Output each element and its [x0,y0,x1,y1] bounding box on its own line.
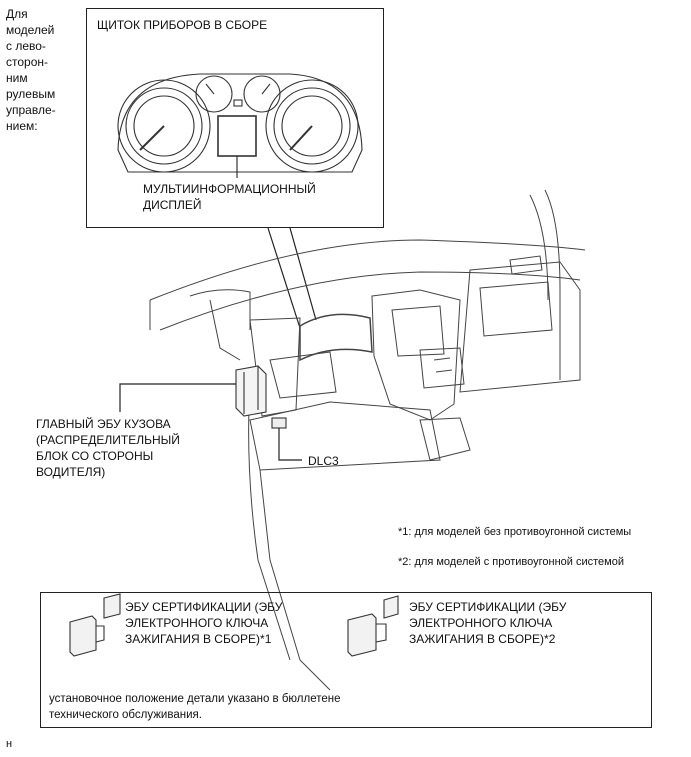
instrument-cluster-drawing [117,73,363,178]
multi-display-label: МУЛЬТИИНФОРМАЦИОННЫЙ ДИСПЛЕЙ [143,182,316,212]
service-bulletin-note: установочное положение детали указано в … [49,693,341,721]
temp-gauge [243,75,281,113]
certification-ecu-box: ЭБУ СЕРТИФИКАЦИИ (ЭБУ ЭЛЕКТРОННОГО КЛЮЧА… [40,592,652,728]
instrument-cluster-box: ЩИТОК ПРИБОРОВ В СБОРЕ МУЛЬТИИНФОРМАЦИОН… [86,8,384,228]
cluster-leader-lines [267,227,317,329]
cert-ecu-1-label: ЭБУ СЕРТИФИКАЦИИ (ЭБУ ЭЛЕКТРОННОГО КЛЮЧА… [125,600,283,646]
main-body-ecu-drawing [235,365,267,417]
corner-mark: н [6,738,13,750]
cert-ecu-2-label: ЭБУ СЕРТИФИКАЦИИ (ЭБУ ЭЛЕКТРОННОГО КЛЮЧА… [409,600,567,646]
footnote-1: *1: для моделей без противоугонной систе… [398,526,632,538]
dlc3-connector-drawing [271,417,287,429]
cert-ecu-2-drawing [347,595,399,657]
fuel-gauge [195,75,233,113]
dlc3-leader [278,428,302,461]
dlc3-label: DLC3 [308,454,339,468]
tachometer-gauge [265,79,359,173]
speedometer-gauge [117,79,211,173]
main-body-ecu-label: ГЛАВНЫЙ ЭБУ КУЗОВА (РАСПРЕДЕЛИТЕЛЬНЫЙ БЛ… [36,417,180,479]
left-hand-drive-note: Для моделей с лево- сторон- ним рулевым … [6,7,56,133]
main-ecu-leader [119,383,236,412]
cluster-box-title: ЩИТОК ПРИБОРОВ В СБОРЕ [97,18,268,32]
dashboard-drawing [149,189,586,691]
footnote-2: *2: для моделей с противоугонной системо… [398,556,624,568]
cert-ecu-1-drawing [69,593,121,657]
